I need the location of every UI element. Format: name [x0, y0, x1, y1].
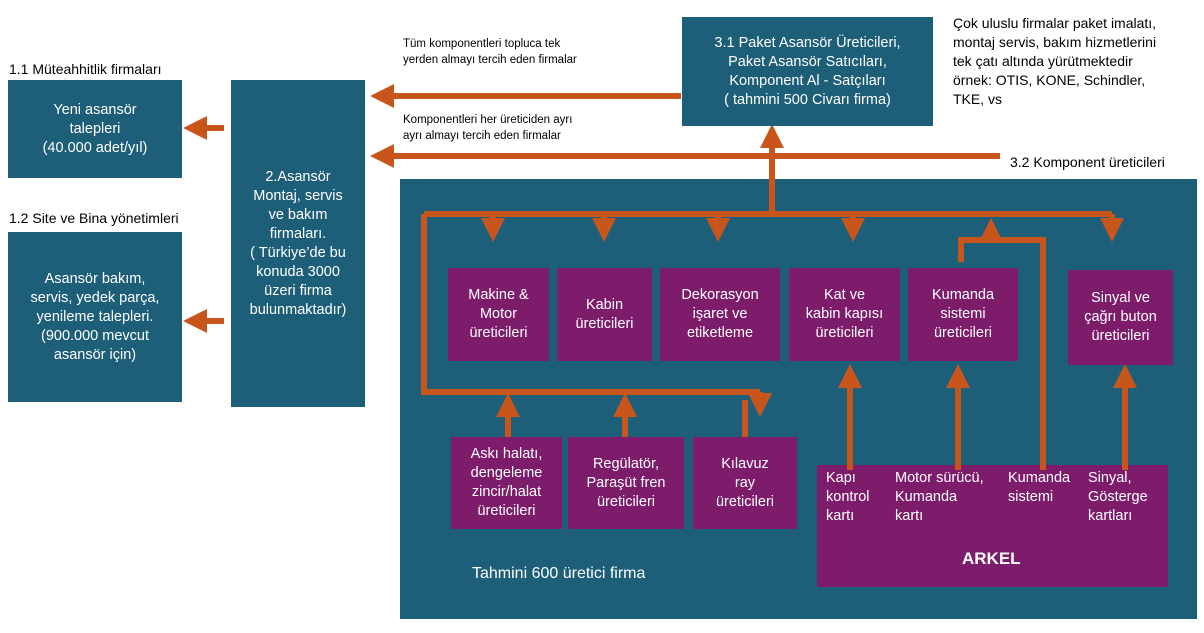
estimate-label: Tahmini 600 üretici firma [472, 565, 646, 582]
component-decoration: Dekorasyon işaret ve etiketleme [660, 268, 780, 361]
component-ropes-chains: Askı halatı, dengeleme zincir/halat üret… [451, 437, 562, 529]
note-bulk-purchase: Tüm komponentleri topluca tek yerden alm… [403, 38, 577, 66]
section-contractors-label: 1.1 Müteahhitlik firmaları [9, 61, 162, 77]
arkel-signal-display-cards: Sinyal, Gösterge kartları [1088, 470, 1148, 524]
multinational-note: Çok uluslu firmalar paket imalatı, monta… [953, 15, 1157, 107]
arkel-control-system: Kumanda sistemi [1008, 470, 1071, 505]
component-doors: Kat ve kabin kapısı üreticileri [789, 268, 900, 361]
arkel-door-control-card: Kapı kontrol kartı [826, 470, 870, 524]
package-manufacturers-box: 3.1 Paket Asansör Üreticileri, Paket Asa… [682, 17, 933, 126]
installers-box: 2.Asansör Montaj, servis ve bakım firmal… [231, 80, 365, 407]
arkel-title: ARKEL [962, 549, 1021, 568]
component-control-system: Kumanda sistemi üreticileri [908, 268, 1018, 361]
maintenance-demand-box: Asansör bakım, servis, yedek parça, yeni… [8, 232, 182, 402]
component-governor-brake: Regülatör, Paraşüt fren üreticileri [568, 437, 684, 529]
arkel-motor-driver-card: Motor sürücü, Kumanda kartı [895, 470, 984, 524]
component-cabin: Kabin üreticileri [557, 268, 652, 361]
arkel-panel [817, 465, 1168, 587]
section-component-producers-label: 3.2 Komponent üreticileri [1010, 154, 1165, 170]
note-separate-purchase: Komponentleri her üreticiden ayrı ayrı a… [403, 114, 573, 142]
section-building-management-label: 1.2 Site ve Bina yönetimleri [9, 210, 179, 226]
component-guide-rails: Kılavuz ray üreticileri [693, 437, 797, 529]
component-machine-motor: Makine & Motor üreticileri [448, 268, 549, 361]
new-elevator-demand-box: Yeni asansör talepleri (40.000 adet/yıl) [8, 80, 182, 178]
component-signal-buttons: Sinyal ve çağrı buton üreticileri [1068, 270, 1173, 365]
